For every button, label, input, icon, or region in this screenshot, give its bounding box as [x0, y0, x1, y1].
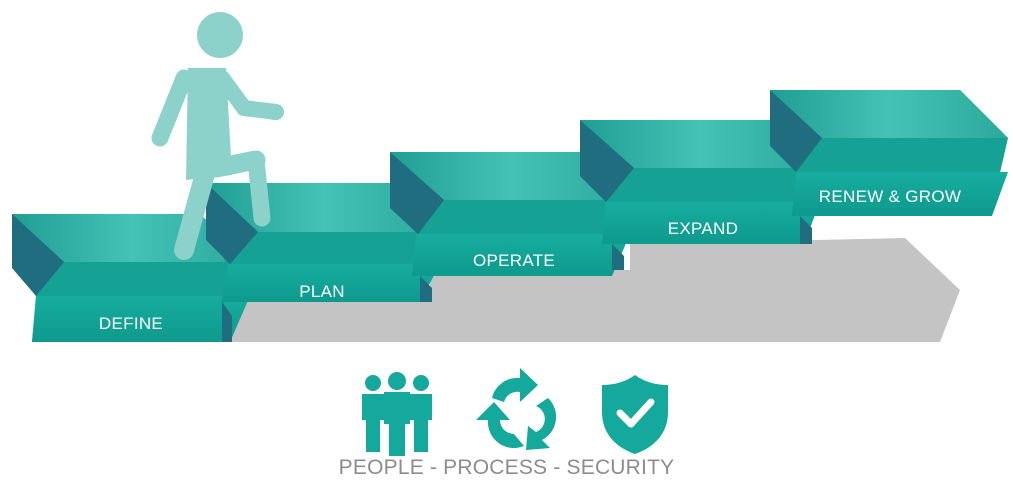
step-operate: OPERATE	[390, 152, 630, 302]
walking-person-icon	[151, 12, 284, 260]
step-label-plan: PLAN	[299, 282, 345, 301]
step-expand: EXPAND	[580, 120, 820, 270]
people-icon	[362, 372, 432, 456]
security-shield-icon	[602, 375, 668, 454]
step-label-expand: EXPAND	[668, 219, 738, 238]
tagline: PEOPLE - PROCESS - SECURITY	[338, 456, 675, 479]
step-label-define: DEFINE	[99, 314, 163, 333]
step-label-renew-grow: RENEW & GROW	[819, 187, 961, 206]
step-renew-grow: RENEW & GROW	[770, 90, 1008, 244]
step-label-operate: OPERATE	[473, 251, 555, 270]
process-cycle-icon	[476, 368, 557, 450]
stairs-shadow	[230, 238, 960, 342]
